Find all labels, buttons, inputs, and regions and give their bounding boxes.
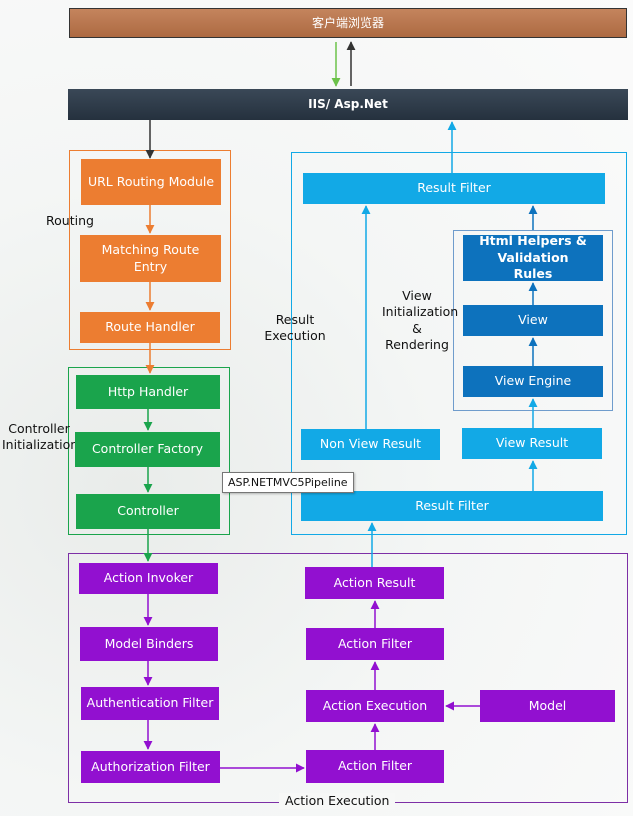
- action-filter-lower-box: Action Filter: [306, 750, 444, 783]
- html-helpers-box: Html Helpers & Validation Rules: [463, 232, 603, 282]
- controller-text: Controller: [117, 503, 179, 519]
- url-routing-module-box: URL Routing Module: [81, 159, 221, 205]
- controller-box: Controller: [76, 494, 220, 529]
- model-text: Model: [528, 697, 567, 713]
- action-execution-box-text: Action Execution: [322, 697, 428, 713]
- action-execution-box: Action Execution: [306, 690, 444, 722]
- url-routing-module-text: URL Routing Module: [87, 173, 215, 189]
- action-filter-upper-text: Action Filter: [337, 635, 413, 651]
- view-initialization-rendering-label: View Initialization & Rendering: [382, 288, 459, 352]
- result-execution-label: Result Execution: [264, 312, 326, 344]
- action-invoker-box: Action Invoker: [79, 563, 218, 594]
- controller-factory-box: Controller Factory: [75, 432, 220, 467]
- controller-factory-text: Controller Factory: [91, 441, 204, 457]
- view-box: View: [463, 305, 603, 336]
- pipeline-tooltip: ASP.NETMVC5Pipeline: [222, 472, 354, 493]
- http-handler-box: Http Handler: [76, 375, 220, 409]
- matching-route-entry-text: Matching Route Entry: [101, 241, 200, 274]
- result-filter-top-box: Result Filter: [303, 173, 605, 204]
- action-result-text: Action Result: [333, 574, 416, 590]
- view-result-text: View Result: [495, 435, 569, 451]
- result-execution-region: [291, 152, 627, 535]
- routing-label: Routing: [46, 213, 94, 228]
- model-binders-text: Model Binders: [104, 635, 194, 651]
- model-box: Model: [480, 690, 615, 722]
- view-engine-text: View Engine: [494, 373, 572, 389]
- iis-asp-net-bar: IIS/ Asp.Net: [68, 89, 628, 120]
- action-result-box: Action Result: [305, 567, 444, 599]
- result-filter-bottom-box: Result Filter: [301, 491, 603, 521]
- browser-bar: 客户端浏览器: [69, 8, 627, 38]
- action-filter-upper-box: Action Filter: [306, 628, 444, 660]
- view-engine-box: View Engine: [463, 366, 603, 397]
- authorization-filter-box: Authorization Filter: [81, 751, 220, 783]
- authentication-filter-box: Authentication Filter: [81, 687, 219, 720]
- view-result-box: View Result: [462, 428, 602, 459]
- http-handler-text: Http Handler: [107, 383, 189, 399]
- matching-route-entry-box: Matching Route Entry: [80, 235, 221, 282]
- non-view-result-text: Non View Result: [319, 436, 422, 452]
- browser-label: 客户端浏览器: [311, 15, 384, 30]
- route-handler-box: Route Handler: [80, 312, 220, 343]
- action-filter-lower-text: Action Filter: [337, 758, 413, 774]
- model-binders-box: Model Binders: [80, 627, 218, 661]
- action-invoker-text: Action Invoker: [103, 570, 194, 586]
- action-execution-label: Action Execution: [279, 793, 396, 810]
- route-handler-text: Route Handler: [105, 319, 195, 335]
- html-helpers-text: Html Helpers & Validation Rules: [479, 232, 587, 282]
- iis-label: IIS/ Asp.Net: [308, 97, 388, 112]
- controller-initialization-label: Controller Initialization: [2, 421, 79, 453]
- authorization-filter-text: Authorization Filter: [91, 758, 210, 774]
- view-text: View: [518, 312, 548, 328]
- result-filter-bottom-text: Result Filter: [415, 497, 489, 513]
- non-view-result-box: Non View Result: [301, 429, 440, 460]
- authentication-filter-text: Authentication Filter: [86, 695, 214, 711]
- result-filter-top-text: Result Filter: [417, 180, 491, 196]
